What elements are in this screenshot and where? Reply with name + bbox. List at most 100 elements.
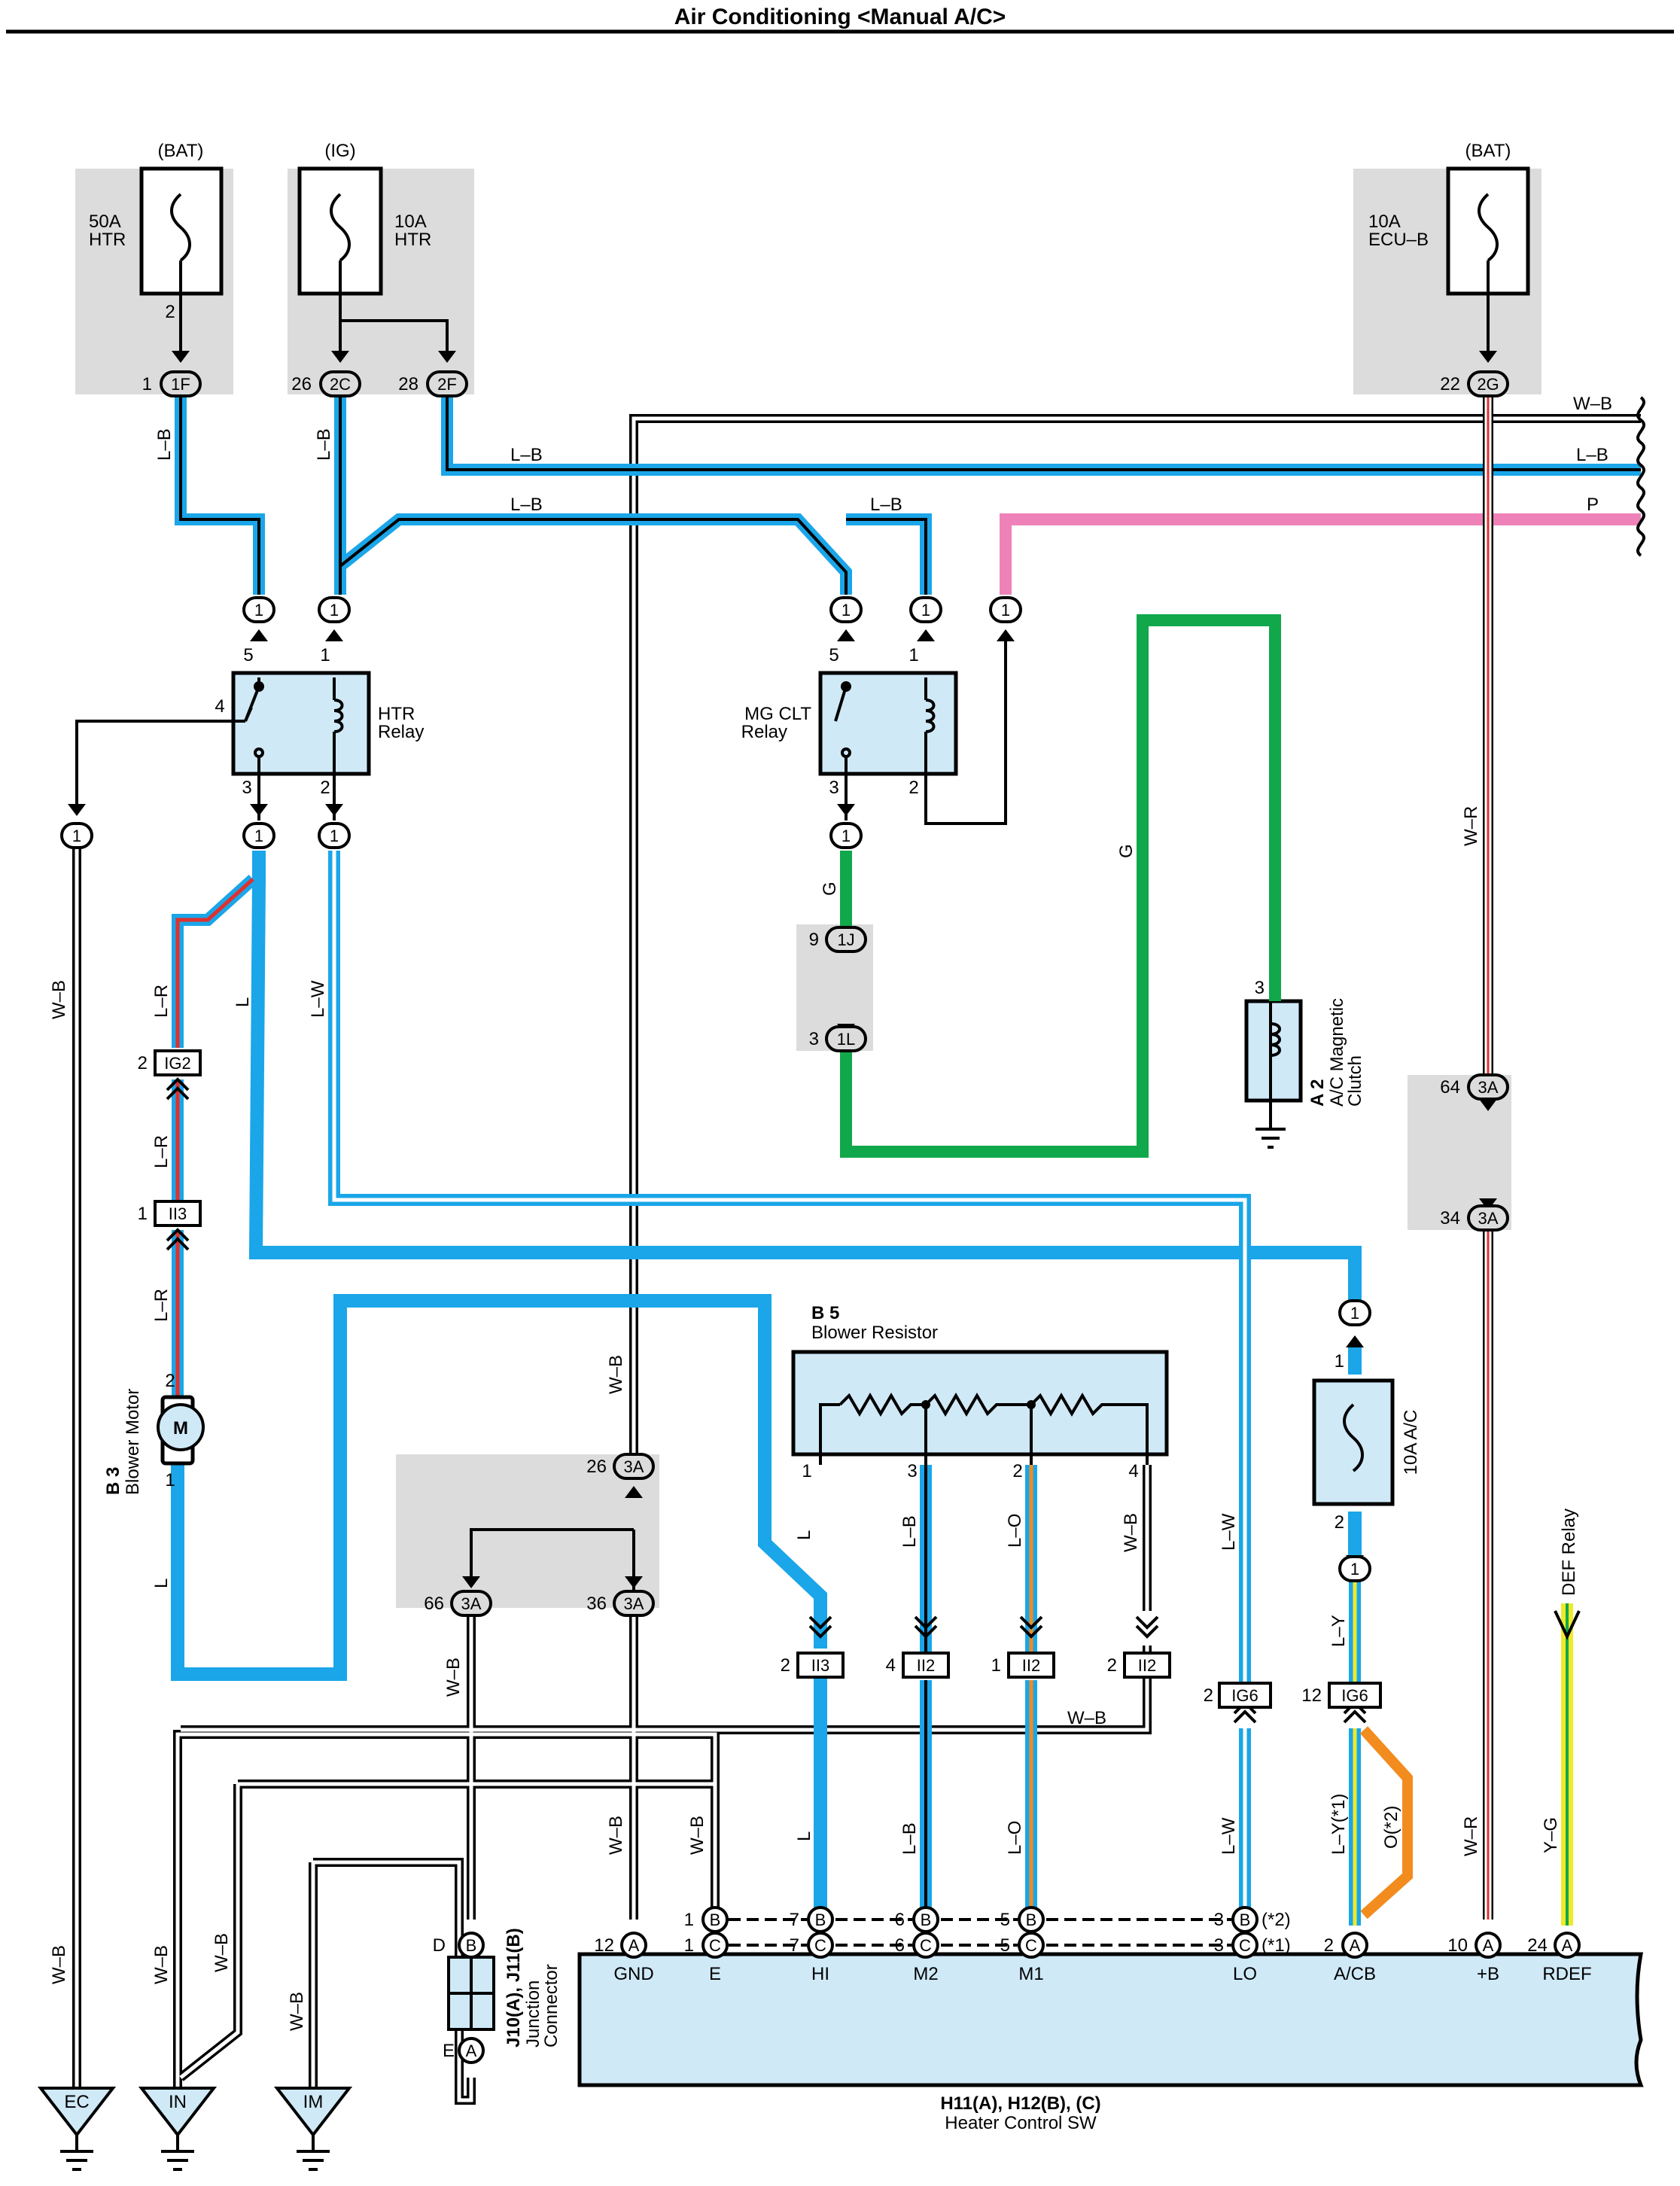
- svg-text:L: L: [794, 1831, 814, 1841]
- svg-text:3: 3: [1214, 1935, 1224, 1956]
- jc-name-2: Connector: [541, 1964, 562, 2047]
- svg-text:9: 9: [809, 930, 819, 950]
- sw-pin-b-e: B: [710, 1910, 721, 1929]
- jc-pin-b: B: [466, 1936, 477, 1955]
- sw-pin-c-e: C: [709, 1936, 721, 1955]
- svg-text:L–Y(*1): L–Y(*1): [1328, 1794, 1349, 1855]
- svg-text:W–R: W–R: [1461, 806, 1481, 846]
- double-chevrons: [166, 1077, 1581, 1724]
- jc-label-e: E: [443, 2041, 455, 2061]
- conn-1-f: 1: [72, 827, 81, 845]
- svg-text:2: 2: [1204, 1685, 1213, 1706]
- svg-text:W–B: W–B: [212, 1933, 232, 1972]
- conn-1-e: 1: [1001, 601, 1010, 620]
- ground-symbols: [37, 2087, 353, 2138]
- svg-text:GND: GND: [613, 1964, 653, 1984]
- svg-text:28: 28: [398, 374, 418, 394]
- svg-text:A/CB: A/CB: [1334, 1964, 1376, 1984]
- svg-text:L–B: L–B: [899, 1515, 920, 1548]
- svg-text:2: 2: [908, 778, 918, 798]
- svg-text:2: 2: [1012, 1461, 1022, 1481]
- svg-text:1: 1: [991, 1655, 1001, 1676]
- svg-text:2: 2: [781, 1655, 790, 1676]
- svg-text:Y–G: Y–G: [1541, 1817, 1561, 1853]
- svg-text:M1: M1: [1018, 1964, 1043, 1984]
- svg-text:L–B: L–B: [870, 495, 902, 515]
- svg-text:L–O: L–O: [1005, 1821, 1025, 1855]
- jc-label-d: D: [433, 1935, 446, 1956]
- svg-text:L–R: L–R: [151, 1135, 172, 1168]
- svg-text:5: 5: [243, 645, 253, 665]
- wire-break-symbols: [1636, 396, 1645, 557]
- sw-pin-c-hi: C: [814, 1936, 826, 1955]
- svg-text:26: 26: [586, 1457, 607, 1477]
- o-wire: [1359, 1726, 1413, 1920]
- sw-pin-c-lo: C: [1239, 1936, 1251, 1955]
- conn-3a-36: 3A: [624, 1594, 644, 1613]
- svg-text:L–B: L–B: [154, 428, 175, 461]
- g-wires: [840, 614, 1281, 1158]
- sw-pin-a-rdef: A: [1562, 1936, 1573, 1955]
- motor-code: B 3: [103, 1467, 123, 1495]
- mg-relay-label-1: MG CLT: [744, 704, 811, 724]
- svg-text:1: 1: [1335, 1351, 1344, 1372]
- conn-1-j: 1: [1350, 1304, 1359, 1323]
- svg-text:5: 5: [1000, 1910, 1010, 1930]
- component-boxes: [231, 671, 1644, 2087]
- svg-text:1: 1: [684, 1935, 694, 1956]
- jc-code: J10(A), J11(B): [504, 1928, 524, 2047]
- fuse-ecub-name: ECU–B: [1368, 230, 1429, 250]
- fuse-10a-htr-name: HTR: [394, 230, 431, 250]
- lw-wires: [328, 851, 1251, 1920]
- source-bat-2: (BAT): [1465, 141, 1511, 161]
- sw-pin-a-b: A: [1483, 1936, 1494, 1955]
- svg-text:24: 24: [1527, 1935, 1548, 1956]
- svg-text:5: 5: [1000, 1935, 1010, 1956]
- note-2: (*2): [1262, 1910, 1291, 1930]
- resistor-name: Blower Resistor: [811, 1323, 938, 1343]
- note-1: (*1): [1262, 1935, 1291, 1956]
- conn-1-c: 1: [842, 601, 851, 620]
- clutch-code: A 2: [1307, 1079, 1328, 1107]
- conn-ig6-a: IG6: [1231, 1686, 1258, 1705]
- svg-text:L: L: [794, 1530, 814, 1540]
- svg-text:L: L: [151, 1579, 172, 1588]
- svg-text:L–O: L–O: [1005, 1514, 1025, 1548]
- svg-text:G: G: [1116, 844, 1137, 858]
- svg-text:3: 3: [242, 778, 251, 798]
- svg-text:W–B: W–B: [443, 1658, 464, 1697]
- svg-text:O(*2): O(*2): [1381, 1806, 1402, 1849]
- svg-text:L–Y: L–Y: [1328, 1615, 1349, 1647]
- svg-text:RDEF: RDEF: [1542, 1964, 1591, 1984]
- clutch-name-2: Clutch: [1345, 1055, 1365, 1107]
- svg-text:L: L: [233, 997, 253, 1007]
- conn-ii2-b: II2: [1022, 1656, 1040, 1675]
- ground-lines: [60, 2135, 330, 2171]
- svg-text:10: 10: [1447, 1935, 1468, 1956]
- conn-3a-64: 3A: [1478, 1078, 1499, 1097]
- svg-text:W–B: W–B: [606, 1355, 626, 1394]
- source-bat-1: (BAT): [158, 141, 204, 161]
- svg-text:P: P: [1587, 495, 1599, 515]
- svg-text:W–B: W–B: [49, 1945, 69, 1984]
- svg-text:W–B: W–B: [687, 1816, 708, 1855]
- svg-text:7: 7: [790, 1935, 799, 1956]
- motor-name: Blower Motor: [123, 1389, 143, 1495]
- conn-1-a: 1: [254, 601, 263, 620]
- conn-3a-34: 3A: [1478, 1209, 1499, 1228]
- fuse-ac: 10A A/C: [1401, 1410, 1421, 1475]
- mg-relay-label-2: Relay: [741, 722, 787, 742]
- conn-1-g: 1: [254, 827, 263, 845]
- svg-text:W–R: W–R: [1461, 1816, 1481, 1856]
- conn-1-d: 1: [921, 601, 930, 620]
- sw-pin-b-lo: B: [1240, 1910, 1251, 1929]
- svg-text:2: 2: [320, 778, 330, 798]
- svg-text:66: 66: [424, 1594, 444, 1614]
- p-wire: [1000, 513, 1641, 595]
- svg-text:W–B: W–B: [1573, 394, 1612, 414]
- svg-text:2: 2: [138, 1053, 148, 1073]
- htr-relay-internal: [244, 677, 344, 762]
- conn-2f: 2F: [437, 375, 457, 394]
- conn-1f: 1F: [171, 375, 190, 394]
- conn-2c: 2C: [330, 375, 351, 394]
